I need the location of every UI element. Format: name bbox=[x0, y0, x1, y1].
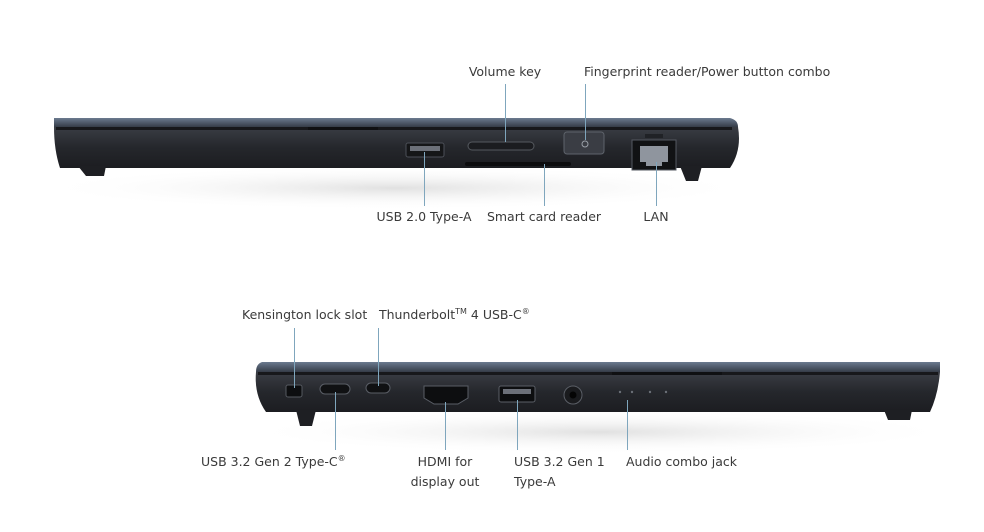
registered-mark: ® bbox=[337, 453, 346, 463]
lan-flap bbox=[645, 134, 663, 138]
usb32-gen1-tongue bbox=[503, 389, 531, 394]
leader-audio bbox=[627, 400, 628, 450]
registered-mark: ® bbox=[521, 306, 530, 316]
usb32-gen2-text: USB 3.2 Gen 2 Type-C bbox=[201, 454, 338, 469]
laptop-shadow bbox=[240, 410, 960, 454]
rubber-foot bbox=[78, 166, 106, 176]
power-button bbox=[563, 131, 605, 155]
audio-jack-hole bbox=[569, 391, 577, 399]
smart-card-slot bbox=[465, 162, 571, 166]
label-usb32-gen1: USB 3.2 Gen 1 Type-A bbox=[514, 452, 605, 492]
laptop-body bbox=[255, 372, 940, 412]
rubber-foot bbox=[296, 410, 316, 426]
leader-kensington bbox=[294, 328, 295, 388]
thunderbolt-text: Thunderbolt bbox=[379, 307, 456, 322]
laptop-shadow bbox=[35, 166, 755, 210]
lid-edge bbox=[256, 362, 940, 372]
thunderbolt-suffix: 4 USB-C bbox=[466, 307, 522, 322]
lan-port-socket bbox=[640, 146, 668, 166]
leader-lan bbox=[656, 162, 657, 206]
usb32-gen1-line-1: USB 3.2 Gen 1 bbox=[514, 454, 605, 469]
leader-fingerprint-power bbox=[585, 84, 586, 140]
leader-usb32-gen1 bbox=[517, 400, 518, 450]
hdmi-line-1: HDMI for bbox=[417, 454, 473, 469]
label-thunderbolt: ThunderboltTM 4 USB-C® bbox=[379, 305, 530, 325]
top-vent bbox=[308, 127, 378, 130]
rubber-foot bbox=[884, 410, 912, 420]
label-kensington: Kensington lock slot bbox=[242, 307, 368, 322]
hdmi-line-2: display out bbox=[410, 474, 480, 489]
rubber-foot bbox=[680, 166, 702, 181]
volume-key bbox=[467, 141, 535, 151]
label-hdmi: HDMI for display out bbox=[411, 452, 480, 492]
leader-volume-key bbox=[505, 84, 506, 142]
hinge-seam bbox=[56, 127, 732, 130]
leader-smart-card bbox=[544, 164, 545, 206]
label-usb2: USB 2.0 Type-A bbox=[376, 209, 472, 224]
leader-usb2 bbox=[424, 152, 425, 206]
label-usb32-gen2: USB 3.2 Gen 2 Type-C® bbox=[201, 452, 346, 472]
usb2-port-tongue bbox=[410, 146, 440, 151]
leader-usb32-gen2 bbox=[335, 392, 336, 450]
top-vent bbox=[612, 372, 722, 375]
hdmi-port bbox=[423, 385, 469, 405]
trademark-mark: TM bbox=[455, 306, 467, 316]
leader-hdmi bbox=[445, 402, 446, 450]
leader-thunderbolt bbox=[378, 328, 379, 386]
label-fingerprint-power: Fingerprint reader/Power button combo bbox=[584, 64, 831, 79]
usb32-gen1-line-2: Type-A bbox=[514, 474, 556, 489]
label-audio: Audio combo jack bbox=[626, 454, 737, 469]
right-side-laptop-view bbox=[35, 118, 755, 210]
left-side-laptop-view bbox=[240, 362, 960, 454]
label-volume-key: Volume key bbox=[468, 64, 542, 79]
label-smart-card: Smart card reader bbox=[486, 209, 602, 224]
label-lan: LAN bbox=[643, 209, 669, 224]
status-indicators bbox=[618, 390, 668, 394]
hinge-seam bbox=[258, 372, 938, 375]
lid-edge bbox=[54, 118, 738, 127]
power-icon bbox=[581, 140, 589, 148]
